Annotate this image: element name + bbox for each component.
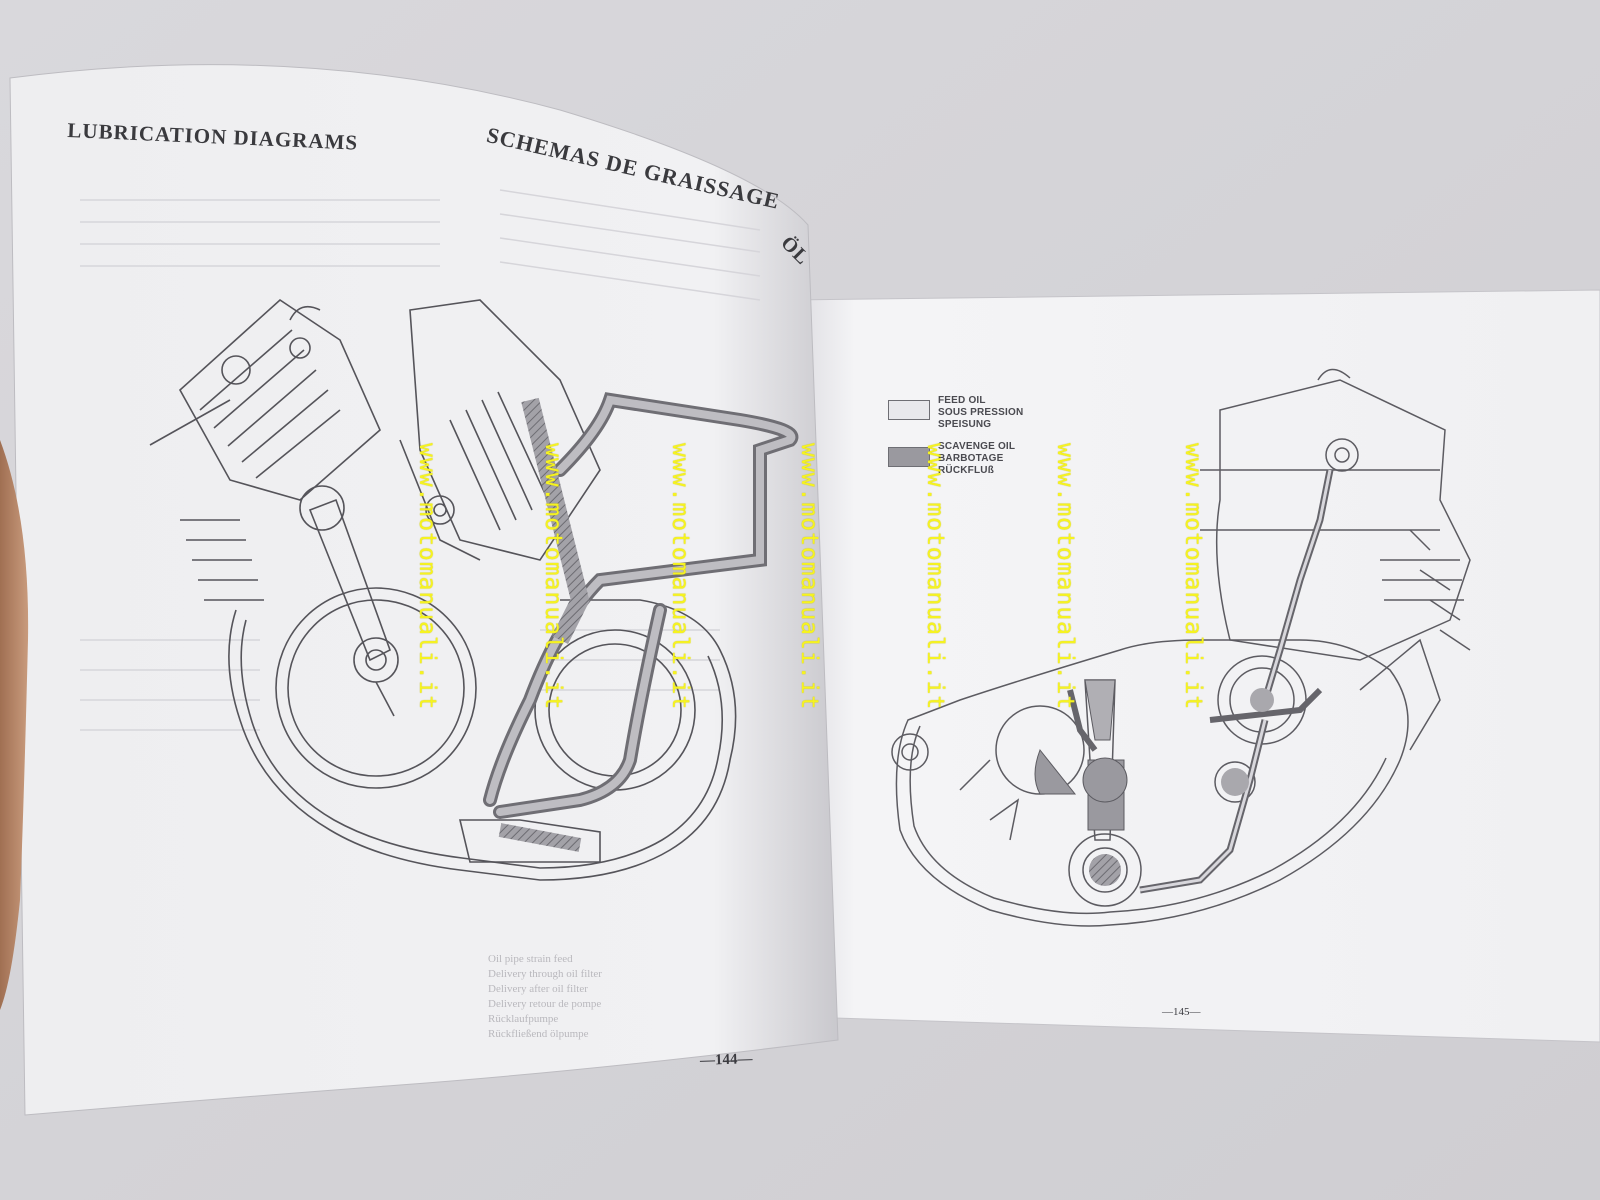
legend-feed-line-1: FEED OIL [938,395,986,406]
caption-line: Oil pipe strain feed [488,953,573,965]
legend-scavenge-line-2: BARBOTAGE [938,453,1004,464]
watermark: www.motomanuali.it [1052,443,1078,711]
caption-line: Rücklaufpumpe [488,1013,559,1025]
legend-scavenge-line-3: RÜCKFLUß [938,465,995,476]
caption-line: Rückfließend ölpumpe [488,1028,589,1040]
show-through-text [80,189,761,731]
legend-scavenge-oil: SCAVENGE OIL BARBOTAGE RÜCKFLUß [938,441,1015,477]
legend-scavenge-swatch [888,447,930,467]
left-page [9,64,839,1116]
watermark: www.motomanuali.it [667,443,693,711]
faded-caption: Oil pipe strain feed Delivery through oi… [488,952,602,1042]
caption-line: Delivery after oil filter [488,983,588,995]
page-number-left: —144— [699,1051,753,1069]
left-oil-lines [483,392,799,852]
watermark: www.motomanuali.it [414,443,440,711]
watermark: www.motomanuali.it [796,443,822,711]
caption-line: Delivery retour de pompe [488,998,602,1010]
left-engine-diagram [149,298,737,881]
hand [0,440,29,1010]
legend-scavenge-line-1: SCAVENGE OIL [938,441,1016,452]
legend-feed-line-2: SOUS PRESSION [938,407,1024,418]
caption-line: Delivery through oil filter [488,968,602,980]
page-number-right: —145— [1162,1006,1201,1018]
legend-feed-line-3: SPEISUNG [938,419,992,430]
right-engine-diagram [891,368,1471,927]
watermark: www.motomanuali.it [540,443,566,711]
right-oil-lines [1034,469,1334,894]
legend-feed-oil: FEED OIL SOUS PRESSION SPEISUNG [938,395,1023,431]
watermark: www.motomanuali.it [1180,443,1206,711]
legend-feed-swatch [888,400,930,420]
watermark: www.motomanuali.it [922,443,948,711]
